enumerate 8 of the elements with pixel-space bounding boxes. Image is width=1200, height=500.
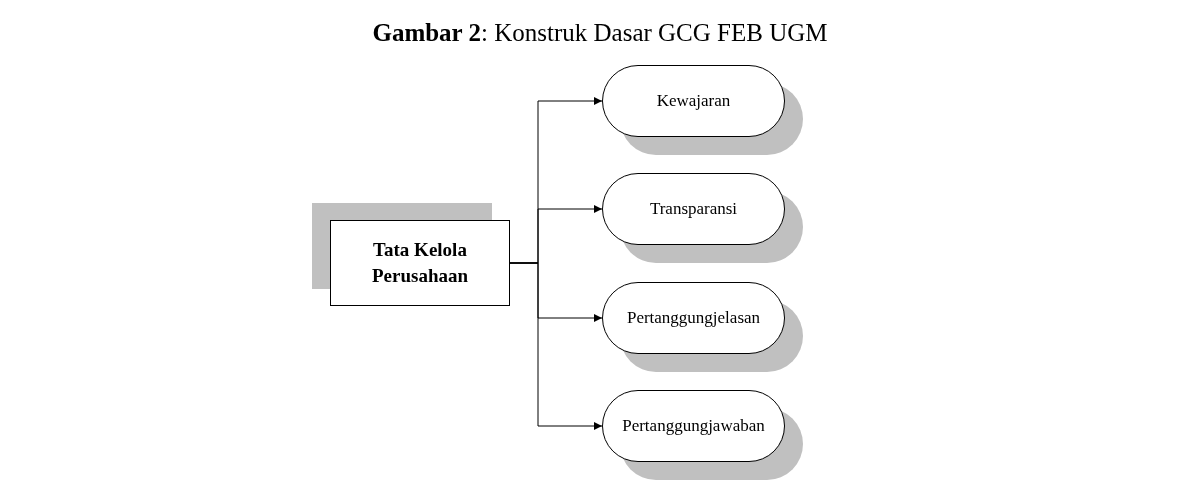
process-box xyxy=(330,220,510,306)
node-label: Tata Kelola Perusahaan xyxy=(370,238,470,288)
node-label: Pertanggungjawaban xyxy=(621,415,766,437)
node-label: Pertanggungjelasan xyxy=(625,307,762,329)
node-label: Transparansi xyxy=(648,198,739,220)
connector-arrow xyxy=(509,262,603,430)
node-label: Kewajaran xyxy=(655,90,732,112)
figure-title: Gambar 2: Konstruk Dasar GCG FEB UGM xyxy=(372,18,828,48)
